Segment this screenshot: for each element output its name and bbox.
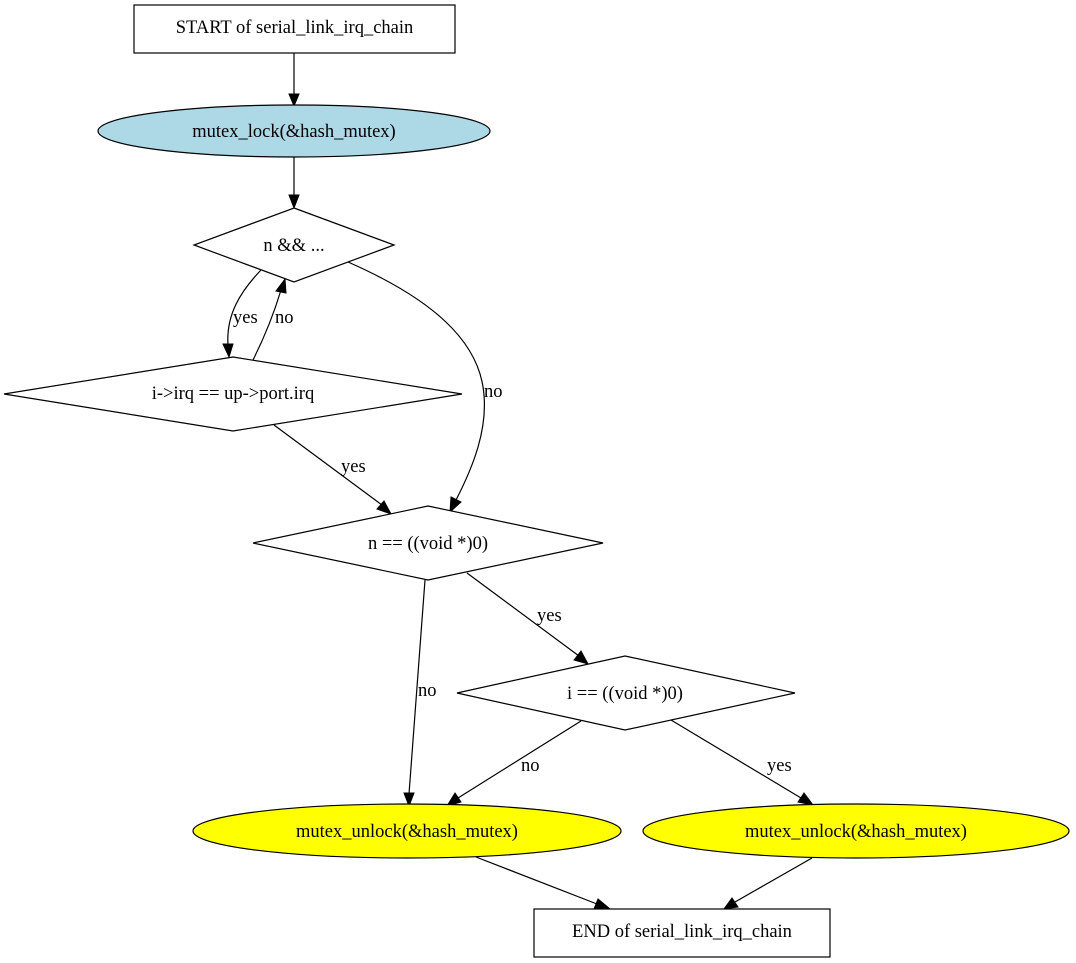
edges: yes no no yes yes no xyxy=(222,53,815,910)
start-box xyxy=(133,4,456,54)
end-box xyxy=(533,908,831,958)
edge-unlock-left-to-end xyxy=(475,856,612,910)
edge-n-and-to-n-null-no: no xyxy=(347,261,503,514)
node-cond-i-null[interactable]: i == ((void *)0) xyxy=(456,655,796,731)
edge-label-yes: yes xyxy=(537,606,562,626)
lock-label: mutex_lock(&hash_mutex) xyxy=(192,122,395,142)
arrowhead xyxy=(722,897,739,910)
edge-line xyxy=(252,289,282,361)
arrowhead xyxy=(797,792,815,806)
unlock-right-ellipse xyxy=(642,803,1070,859)
node-cond-n-and[interactable]: n && ... xyxy=(192,207,396,283)
cond-n-null-diamond xyxy=(252,505,604,581)
cond-irq-diamond xyxy=(3,356,463,432)
cond-irq-label: i->irq == up->port.irq xyxy=(152,384,314,404)
arrowhead xyxy=(288,194,300,210)
edge-unlock-right-to-end xyxy=(722,857,813,910)
edge-irq-to-n-null-yes: yes xyxy=(273,424,393,515)
node-cond-irq[interactable]: i->irq == up->port.irq xyxy=(3,356,463,432)
edge-label-yes: yes xyxy=(341,457,366,477)
arrowhead xyxy=(445,792,462,807)
edge-label-no: no xyxy=(418,681,437,701)
edge-line xyxy=(347,261,486,501)
node-mutex-unlock-left[interactable]: mutex_unlock(&hash_mutex) xyxy=(192,803,622,859)
edge-irq-to-n-and-no: no xyxy=(252,277,294,361)
unlock-left-label: mutex_unlock(&hash_mutex) xyxy=(296,822,518,842)
edge-lock-to-n-and xyxy=(288,157,300,210)
edge-line xyxy=(475,856,598,905)
edge-n-and-to-irq-yes: yes xyxy=(222,269,262,359)
edge-line xyxy=(734,857,813,903)
cond-n-and-diamond xyxy=(192,207,396,283)
edge-i-null-to-unlock-right-yes: yes xyxy=(670,719,815,806)
edge-n-null-to-unlock-left-no: no xyxy=(403,579,437,808)
edge-label-no: no xyxy=(484,382,503,402)
edge-label-no: no xyxy=(275,308,294,328)
arrowhead xyxy=(449,496,462,514)
edge-line xyxy=(670,719,802,799)
node-end[interactable]: END of serial_link_irq_chain xyxy=(533,908,831,958)
start-label: START of serial_link_irq_chain xyxy=(176,18,414,38)
arrowhead xyxy=(288,93,300,108)
edge-i-null-to-unlock-left-no: no xyxy=(445,720,582,807)
edge-line xyxy=(466,572,580,657)
node-mutex-lock[interactable]: mutex_lock(&hash_mutex) xyxy=(97,104,491,158)
edge-line xyxy=(227,269,262,346)
edge-n-null-to-i-null-yes: yes xyxy=(466,572,590,665)
node-mutex-unlock-right[interactable]: mutex_unlock(&hash_mutex) xyxy=(642,803,1070,859)
edge-label-no: no xyxy=(521,756,540,776)
cond-n-null-label: n == ((void *)0) xyxy=(368,534,488,554)
arrowhead xyxy=(593,898,612,910)
end-label: END of serial_link_irq_chain xyxy=(572,922,792,942)
arrowhead xyxy=(573,650,590,665)
cond-n-and-label: n && ... xyxy=(263,236,324,256)
edge-line xyxy=(408,579,426,795)
lock-ellipse xyxy=(97,104,491,158)
edge-label-yes: yes xyxy=(767,756,792,776)
edge-line xyxy=(457,720,582,799)
cond-i-null-label: i == ((void *)0) xyxy=(567,684,683,704)
edge-label-yes: yes xyxy=(233,308,258,328)
arrowhead xyxy=(275,277,287,294)
arrowhead xyxy=(376,500,393,515)
unlock-left-ellipse xyxy=(192,803,622,859)
nodes: START of serial_link_irq_chain mutex_loc… xyxy=(3,4,1070,958)
arrowhead xyxy=(222,343,234,359)
arrowhead xyxy=(403,792,415,808)
edge-line xyxy=(273,424,383,506)
edge-start-to-lock xyxy=(288,53,300,108)
node-start[interactable]: START of serial_link_irq_chain xyxy=(133,4,456,54)
unlock-right-label: mutex_unlock(&hash_mutex) xyxy=(745,822,967,842)
cond-i-null-diamond xyxy=(456,655,796,731)
node-cond-n-null[interactable]: n == ((void *)0) xyxy=(252,505,604,581)
